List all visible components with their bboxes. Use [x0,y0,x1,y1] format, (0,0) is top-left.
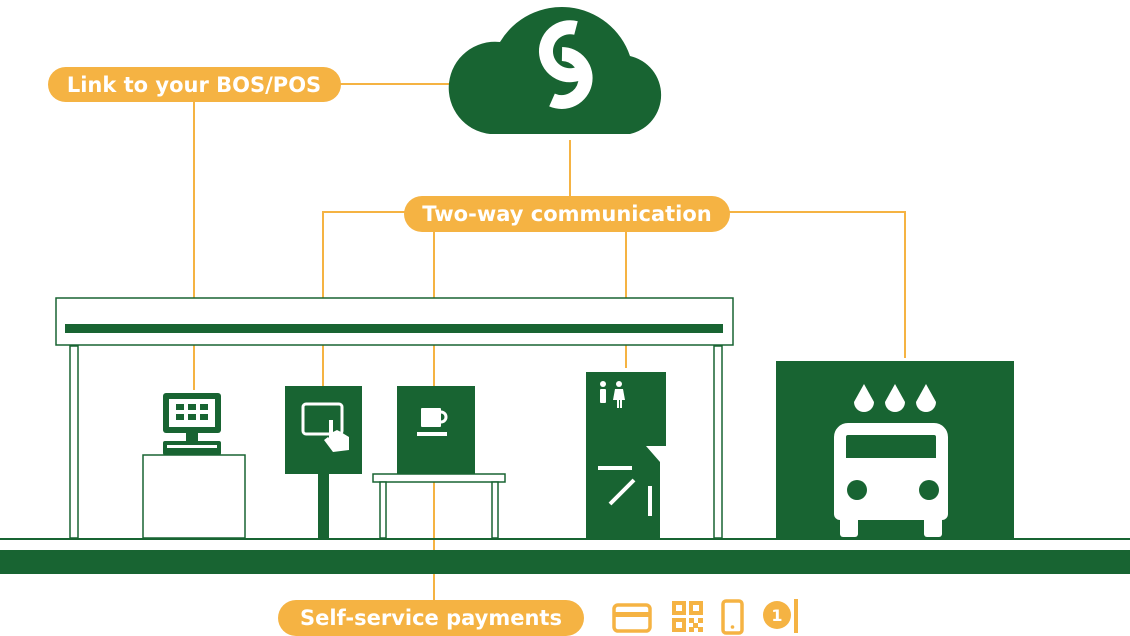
credit-card-icon [612,603,652,633]
bos-pos-label: Link to your BOS/POS [48,67,341,102]
smartphone-icon [721,599,744,635]
bos-pos-label-text: Link to your BOS/POS [67,73,321,97]
connector-hub-to-carwash [728,211,906,358]
self-service-label-text: Self-service payments [300,606,562,630]
coffee-machine-icon [372,386,506,539]
canopy-pillar-right [713,345,723,539]
queue-number-text: 1 [771,606,782,625]
pos-terminal-icon [142,393,246,539]
self-service-label: Self-service payments [278,600,584,636]
water-drop-icon [854,384,936,412]
two-way-label-text: Two-way communication [422,202,711,226]
two-way-label: Two-way communication [404,196,730,232]
canopy-pillar-left [69,345,79,539]
coffee-table [372,473,506,483]
car-wash-icon [776,361,1014,538]
pos-counter [142,454,246,539]
qr-code-icon [672,601,703,632]
s-logo-upper [538,20,586,83]
touch-kiosk-icon [285,386,362,538]
payment-method-icons: 1 [612,599,798,635]
restroom-gate-icon [586,372,666,538]
s-logo-lower [549,47,593,109]
ground [0,538,1130,574]
queue-number-icon: 1 [763,599,798,633]
cloud-logo-icon [448,6,662,135]
